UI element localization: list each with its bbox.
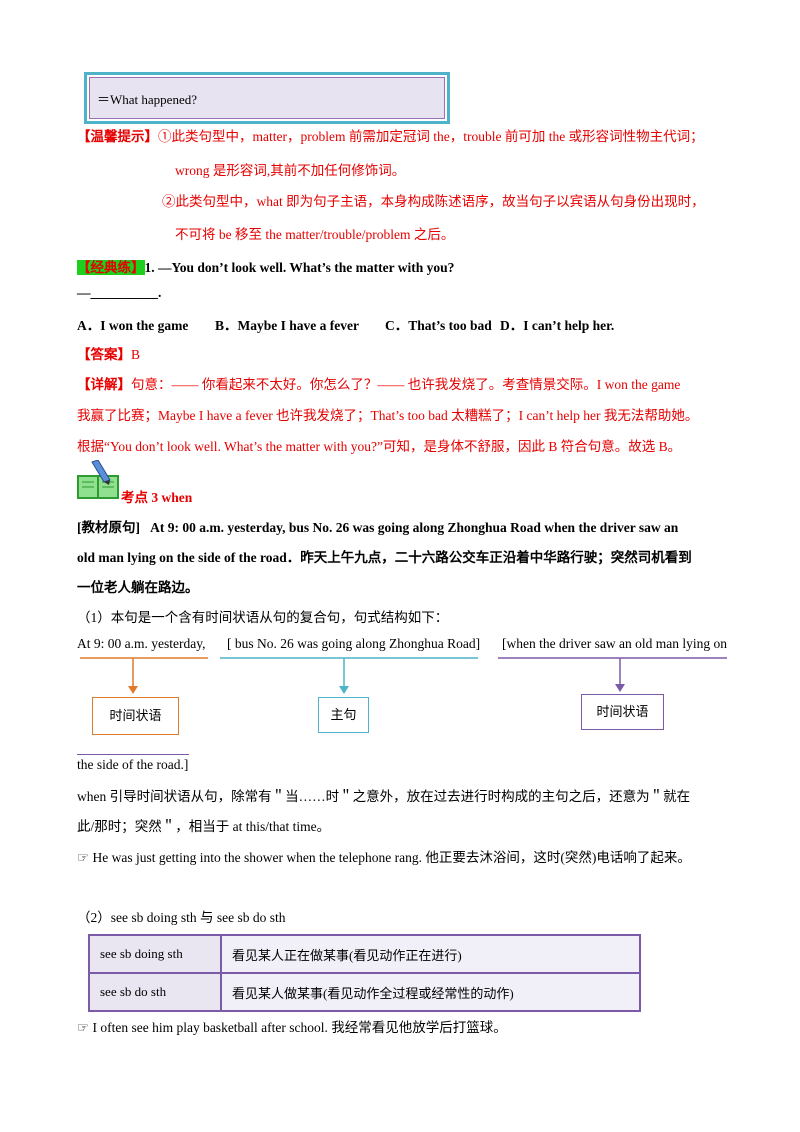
tip-line-3: ②此类句型中，what 即为句子主语，本身构成陈述语序，故当句子以宾语从句身份出…: [162, 194, 705, 209]
structure-intro: （1）本句是一个含有时间状语从句的复合句，句式结构如下：: [77, 610, 449, 625]
detail-line-3: 根据“You don’t look well. What’s the matte…: [77, 439, 682, 454]
answer-line: 【答案】B: [77, 343, 140, 363]
option-d: D．I can’t help her.: [500, 318, 615, 333]
when-line-1: when 引导时间状语从句，除常有＂当……时＂之意外，放在过去进行时构成的主句之…: [77, 789, 691, 804]
book-pencil-icon: [76, 459, 120, 500]
answer-value: B: [131, 347, 141, 362]
diagram-box-main: 主句: [318, 697, 369, 733]
source-line-1: [教材原句] At 9: 00 a.m. yesterday, bus No. …: [77, 516, 678, 536]
tip-text-1: ①此类句型中，matter，problem 前需加定冠词 the，trouble…: [158, 129, 704, 144]
section-title: 考点 3 when: [121, 490, 193, 505]
diagram-seg-1: At 9: 00 a.m. yesterday,: [77, 636, 206, 651]
example-1: ☞ He was just getting into the shower wh…: [77, 850, 691, 865]
see-intro: （2）see sb doing sth 与 see sb do sth: [77, 910, 286, 925]
highlight-box-inner: [89, 77, 445, 119]
highlight-box: ＝What happened?: [84, 72, 450, 124]
table-cell: see sb do sth: [88, 972, 222, 1012]
exercise-question-line: 【经典练】1. —You don’t look well. What’s the…: [77, 256, 454, 276]
exercise-label: 【经典练】: [77, 260, 145, 275]
diagram-connectors: [80, 657, 727, 694]
option-a: A．I won the game: [77, 318, 189, 333]
detail-line-2: 我赢了比赛；Maybe I have a fever 也许我发烧了；That’s…: [77, 408, 699, 423]
exercise-question: 1. —You don’t look well. What’s the matt…: [144, 260, 455, 275]
tip-line-2: wrong 是形容词,其前不加任何修饰词。: [175, 163, 406, 178]
diagram-box-main-label: 主句: [330, 707, 357, 722]
when-line-2: 此/那时；突然＂，相当于 at this/that time。: [77, 819, 331, 834]
answer-label: 【答案】: [77, 347, 131, 362]
option-c: C．That’s too bad: [385, 318, 492, 333]
source-text-1: At 9: 00 a.m. yesterday, bus No. 26 was …: [150, 520, 679, 535]
diagram-seg-2: [ bus No. 26 was going along Zhonghua Ro…: [227, 636, 481, 651]
table-cell: 看见某人做某事(看见动作全过程或经常性的动作): [220, 972, 641, 1012]
diagram-box-time-1: 时间状语: [92, 697, 179, 735]
tip-line-4: 不可将 be 移至 the matter/trouble/problem 之后。: [175, 227, 455, 242]
source-line-2: old man lying on the side of the road．昨天…: [77, 550, 692, 565]
diagram-box-time-2-label: 时间状语: [596, 704, 649, 719]
diagram-box-time-1-label: 时间状语: [109, 708, 162, 723]
tip-label: 【温馨提示】: [77, 129, 158, 144]
table-cell: 看见某人正在做某事(看见动作正在进行): [220, 934, 641, 974]
detail-label: 【详解】: [77, 377, 131, 392]
example-2: ☞ I often see him play basketball after …: [77, 1020, 507, 1035]
diagram-seg-3: [when the driver saw an old man lying on: [502, 636, 727, 651]
diagram-cont: the side of the road.]: [77, 757, 189, 772]
table-cell: see sb doing sth: [88, 934, 222, 974]
exercise-blank: —__________.: [77, 285, 162, 300]
see-table: see sb doing sth 看见某人正在做某事(看见动作正在进行) see…: [88, 934, 641, 1012]
option-b: B．Maybe I have a fever: [215, 318, 359, 333]
table-row: see sb doing sth 看见某人正在做某事(看见动作正在进行): [88, 934, 641, 974]
table-row: see sb do sth 看见某人做某事(看见动作全过程或经常性的动作): [88, 972, 641, 1012]
source-line-3: 一位老人躺在路边。: [77, 580, 199, 595]
diagram-box-time-2: 时间状语: [581, 694, 664, 730]
highlight-box-text: ＝What happened?: [97, 92, 197, 107]
detail-text-1: 句意：—— 你看起来不太好。你怎么了？—— 也许我发烧了。考查情景交际。I wo…: [131, 377, 681, 392]
tip-line-1: 【温馨提示】①此类句型中，matter，problem 前需加定冠词 the，t…: [77, 125, 704, 145]
detail-line-1: 【详解】句意：—— 你看起来不太好。你怎么了？—— 也许我发烧了。考查情景交际。…: [77, 373, 680, 393]
source-label: [教材原句]: [77, 520, 140, 535]
diagram-underline-cont: [77, 754, 189, 755]
